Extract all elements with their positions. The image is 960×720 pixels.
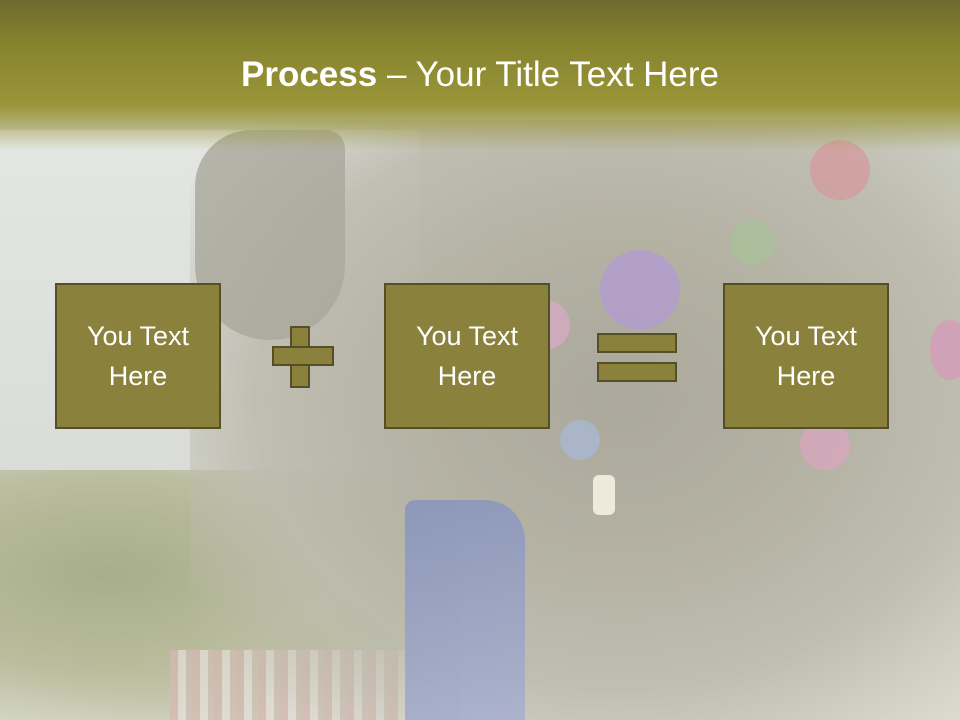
elephant-cloth	[405, 500, 525, 720]
process-box-label: You Text Here	[86, 321, 190, 391]
equals-icon	[597, 333, 677, 353]
process-box-label: You Text Here	[754, 321, 858, 391]
painted-flower	[560, 420, 600, 460]
painted-flower	[730, 220, 775, 265]
painted-flower	[810, 140, 870, 200]
slide-title[interactable]: Process – Your Title Text Here	[0, 52, 960, 98]
process-box-label: You Text Here	[415, 321, 519, 391]
process-box-2[interactable]: You Text Here	[384, 283, 550, 429]
process-box-1[interactable]: You Text Here	[55, 283, 221, 429]
elephant-tusk	[593, 475, 615, 515]
process-box-3[interactable]: You Text Here	[723, 283, 889, 429]
equals-icon-bottom	[597, 362, 677, 382]
plus-icon	[272, 346, 334, 366]
title-bold: Process	[241, 55, 378, 94]
painted-flower	[600, 250, 680, 330]
painted-flower	[930, 320, 960, 380]
title-rest: – Your Title Text Here	[377, 55, 719, 94]
title-bar	[0, 0, 960, 150]
